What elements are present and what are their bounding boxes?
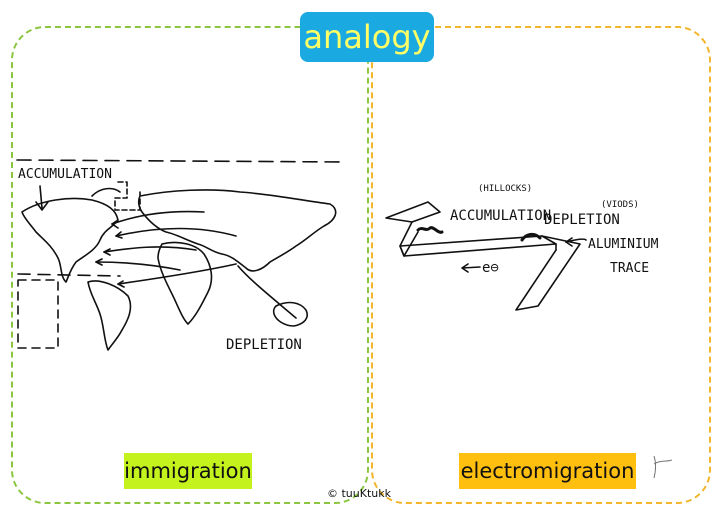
- africa: [157, 241, 213, 325]
- accumulation-arrow: [35, 185, 49, 211]
- depletion-label-left: DEPLETION: [226, 337, 302, 353]
- electron-label: e⊖: [482, 260, 499, 276]
- signature-mark: [653, 455, 673, 479]
- arrow-heads: [95, 219, 125, 288]
- immigration-caption: immigration: [124, 453, 252, 489]
- aluminium-pointer-head: [565, 237, 573, 247]
- aluminium-label: ALUMINIUM: [588, 237, 659, 252]
- australia: [272, 301, 309, 327]
- map-frame-top: [16, 159, 346, 163]
- migration-arrow-3: [103, 246, 197, 253]
- aluminium-trace-sketch: [385, 201, 587, 311]
- depletion-label-right: DEPLETION: [544, 212, 620, 228]
- migration-arrow-2: [115, 227, 237, 237]
- voids-label: (VIODS): [601, 200, 639, 210]
- eurasia: [137, 189, 337, 272]
- electron-arrow: [461, 263, 481, 273]
- hillocks-scribble: [416, 226, 444, 234]
- trace-label: TRACE: [610, 261, 649, 276]
- void-scribble: [520, 232, 542, 242]
- trace-top-arm: [385, 201, 441, 223]
- accumulation-label-right: ACCUMULATION: [450, 208, 551, 224]
- migration-arrow-1: [111, 210, 205, 225]
- south-america: [87, 280, 132, 351]
- map-frame-bottom: [17, 279, 59, 349]
- world-map-sketch: [16, 159, 346, 351]
- immigration-panel: [11, 26, 369, 504]
- title-badge: analogy: [300, 12, 434, 62]
- greenland-edge: [91, 187, 121, 197]
- trace-main: [399, 235, 557, 257]
- electromigration-panel: [371, 26, 711, 504]
- copyright-credit: © tuuKtukk: [327, 487, 391, 500]
- migration-arrow-6: [237, 265, 297, 319]
- accumulation-label-left: ACCUMULATION: [18, 167, 112, 182]
- migration-arrow-4: [95, 261, 181, 271]
- migration-arrow-5: [117, 263, 237, 285]
- hillocks-label: (HILLOCKS): [478, 184, 532, 194]
- electromigration-caption: electromigration: [459, 453, 636, 489]
- north-america: [21, 197, 119, 283]
- accumulation-bracket: [114, 181, 141, 211]
